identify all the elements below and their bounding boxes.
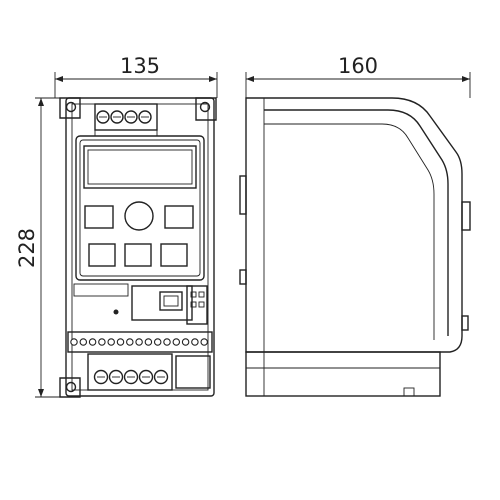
control-terminal-screw: [126, 338, 134, 346]
control-terminals: [70, 338, 208, 346]
bottom-terminal-screws: [93, 369, 169, 385]
control-terminal-screw: [70, 338, 78, 346]
control-terminal-screw: [163, 338, 171, 346]
control-terminal-screw: [135, 338, 143, 346]
control-terminal-screw: [107, 338, 115, 346]
height-dimension-label: 228: [15, 228, 39, 268]
top-terminal-screws: [96, 110, 152, 124]
depth-dimension: 160: [245, 54, 471, 98]
control-terminal-screw: [153, 338, 162, 346]
control-terminal-screw: [98, 338, 106, 346]
width-dimension-label: 135: [120, 54, 160, 78]
control-terminal-screw: [200, 338, 208, 346]
front-view: [59, 97, 217, 398]
side-view: [239, 97, 471, 397]
control-terminal-screw: [181, 338, 190, 346]
control-terminal-screw: [191, 338, 199, 346]
control-terminal-screw: [88, 338, 97, 346]
control-terminal-screw: [172, 338, 181, 346]
control-terminal-screw: [79, 338, 88, 346]
depth-dimension-label: 160: [338, 54, 378, 78]
height-dimension: 228: [15, 97, 62, 398]
control-terminal-screw: [144, 338, 153, 346]
width-dimension: 135: [54, 54, 218, 98]
control-terminal-screw: [116, 338, 125, 346]
